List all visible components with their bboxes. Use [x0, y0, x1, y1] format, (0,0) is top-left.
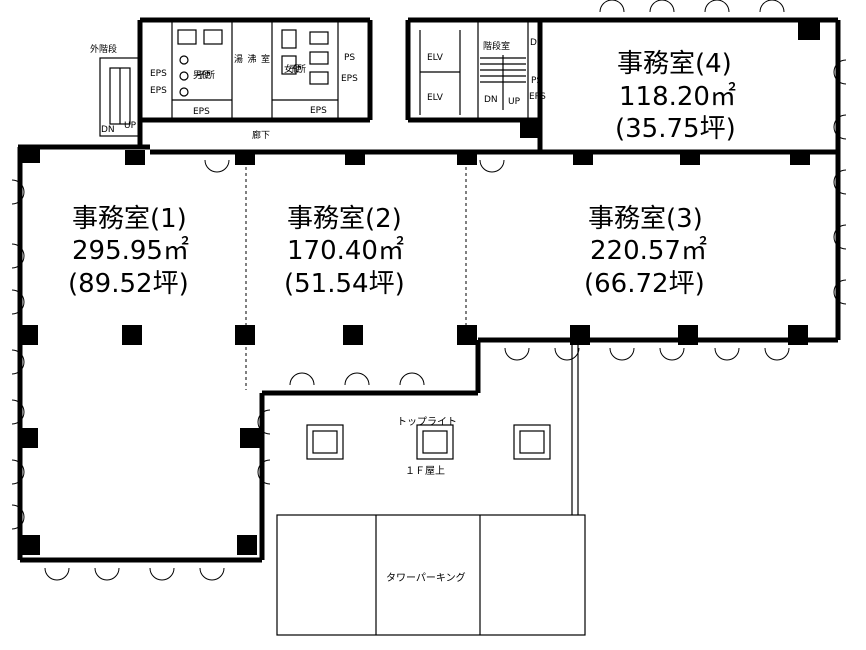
ps-label-1: PS [344, 53, 355, 63]
dn-label-outer: DN [101, 125, 115, 135]
room-1-area: 295.95㎡ [72, 236, 189, 266]
eps-label-4: EPS [310, 106, 327, 116]
room-3-area: 220.57㎡ [590, 236, 707, 266]
elv-label-1: ELV [427, 53, 444, 63]
ps-label-2: PS [531, 76, 542, 86]
skylights [306, 424, 551, 460]
kitchenette-label: 湯沸室 [234, 53, 270, 65]
eps-label-1: EPS [150, 69, 167, 79]
room-1-tsubo: (89.52坪) [68, 269, 189, 299]
room-label-4: 事務室(4) 118.20㎡ (35.75坪) [615, 49, 736, 144]
outer-stairs-label: 外階段 [90, 43, 117, 55]
eps-label-5: EPS [341, 74, 358, 84]
up-label-outer: UP [124, 121, 137, 131]
corridor-label: 廊下 [252, 129, 270, 141]
room-2-name: 事務室(2) [287, 204, 402, 234]
womens-restroom-label: 女子便所 [284, 63, 306, 75]
columns [20, 18, 820, 555]
room-2-area: 170.40㎡ [287, 236, 404, 266]
room-label-2: 事務室(2) 170.40㎡ (51.54坪) [284, 204, 405, 299]
room-3-name: 事務室(3) [588, 204, 703, 234]
up-label-stair: UP [508, 97, 521, 107]
mens-restroom-label: 男子便所 [193, 69, 215, 81]
ds-label: DS [530, 38, 543, 48]
roof-1f-label: １Ｆ屋上 [405, 465, 445, 477]
dn-label-stair: DN [484, 95, 498, 105]
outer-stairs [99, 57, 141, 137]
door-swings [11, 0, 847, 581]
tower-parking-label: タワーパーキング [386, 571, 466, 584]
eps-label-2: EPS [150, 86, 167, 96]
core-area [137, 17, 540, 147]
room-4-area: 118.20㎡ [619, 82, 736, 112]
eps-label-6: EPS [529, 92, 546, 102]
toplight-label: トップライト [397, 416, 457, 428]
room-4-tsubo: (35.75坪) [615, 114, 736, 144]
room-4-name: 事務室(4) [617, 49, 732, 79]
tower-parking [276, 514, 586, 636]
eps-label-3: EPS [193, 107, 210, 117]
room-label-3: 事務室(3) 220.57㎡ (66.72坪) [584, 204, 707, 299]
room-1-name: 事務室(1) [72, 204, 187, 234]
elv-label-2: ELV [427, 93, 444, 103]
room-label-1: 事務室(1) 295.95㎡ (89.52坪) [68, 204, 189, 299]
stairwell-label: 階段室 [483, 40, 510, 52]
room-3-tsubo: (66.72坪) [584, 269, 705, 299]
small-labels: 外階段 DN UP EPS EPS EPS 男子便所 湯沸室 女子便所 EPS … [90, 38, 546, 584]
room-2-tsubo: (51.54坪) [284, 269, 405, 299]
